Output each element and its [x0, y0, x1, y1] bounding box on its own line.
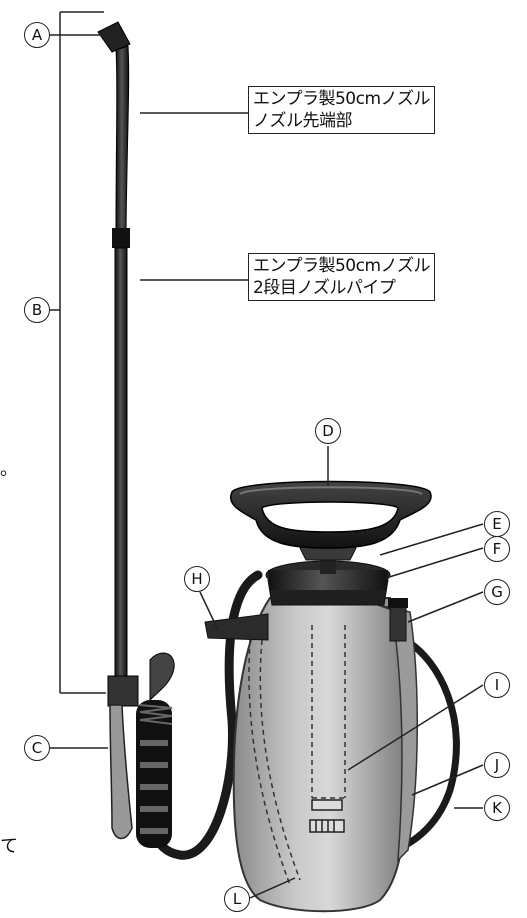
callout-e: E — [484, 511, 510, 537]
leader-lines — [48, 34, 484, 899]
filter-strainer — [309, 799, 345, 833]
bracket-line — [59, 11, 106, 694]
callout-d: D — [315, 418, 341, 444]
pressure-valve — [389, 604, 407, 642]
callout-h: H — [184, 566, 210, 592]
dip-tube — [311, 625, 346, 799]
nozzle-pipe — [114, 247, 128, 679]
shoulder-strap — [393, 636, 460, 854]
callout-c: C — [24, 735, 50, 761]
nozzle-joint — [112, 228, 130, 248]
inner-hose — [259, 639, 301, 881]
spring — [139, 704, 173, 725]
nozzle-tip — [97, 21, 131, 53]
callout-i: I — [484, 672, 510, 698]
lever-lock — [149, 652, 175, 702]
label-nozzle-pipe-line1: エンプラ製50cmノズル — [253, 256, 431, 276]
label-nozzle-pipe: エンプラ製50cmノズル 2段目ノズルパイプ — [248, 253, 436, 301]
callout-f: F — [484, 536, 510, 562]
tank-body — [232, 597, 410, 913]
label-nozzle-tip-line2: ノズル先端部 — [253, 111, 353, 131]
callout-k: K — [484, 795, 510, 821]
hose-holder — [204, 613, 269, 641]
callout-a: A — [24, 22, 50, 48]
trigger-lever — [109, 704, 133, 840]
edge-fragment-te: て — [0, 836, 18, 857]
callout-b: B — [24, 297, 50, 323]
label-nozzle-tip: エンプラ製50cmノズル ノズル先端部 — [248, 86, 436, 134]
nozzle-upper — [115, 45, 130, 231]
label-nozzle-pipe-line2: 2段目ノズルパイプ — [253, 278, 396, 298]
label-nozzle-tip-line1: エンプラ製50cmノズル — [253, 89, 431, 109]
callout-g: G — [484, 579, 510, 605]
grip-rings — [140, 740, 168, 834]
callout-l: L — [224, 886, 250, 912]
tank-side-panel — [377, 604, 418, 862]
callout-j: J — [484, 752, 510, 778]
pump-handle — [229, 480, 432, 549]
valve-body — [107, 675, 139, 707]
edge-fragment-period: 。 — [0, 459, 18, 480]
